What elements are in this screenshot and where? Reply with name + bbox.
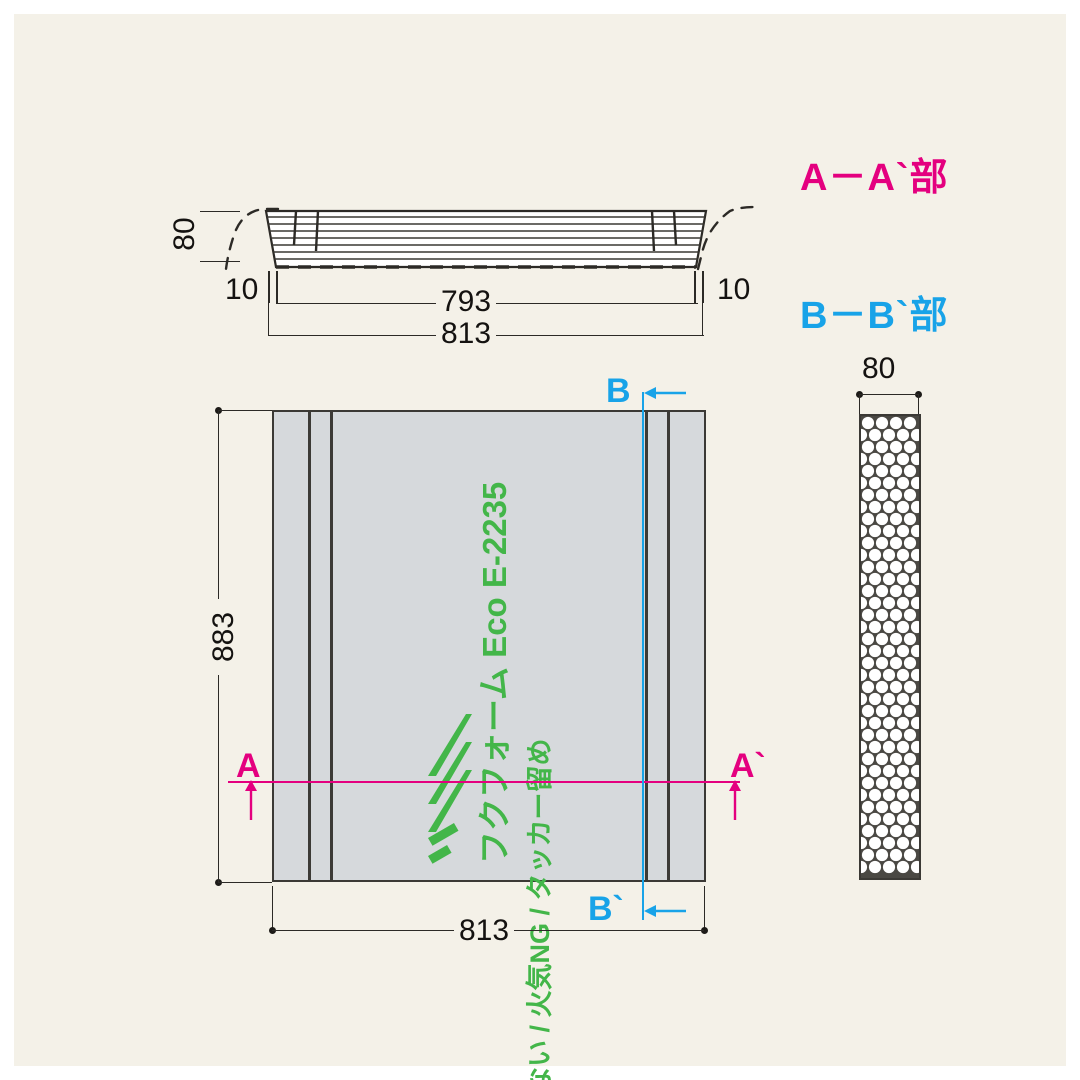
dim-extension xyxy=(702,271,704,303)
panel-score-line xyxy=(667,412,670,880)
section-arrow-b-bottom xyxy=(644,905,686,917)
dim-extension xyxy=(188,261,240,262)
dim-label-right-10: 10 xyxy=(712,275,756,305)
section-cut-line-aa xyxy=(228,781,740,783)
panel-plan-view xyxy=(272,410,706,882)
panel-score-line xyxy=(330,412,333,880)
dim-line-80-bb xyxy=(859,394,918,395)
warning-text: 上に乗らない / 火気NG / タッカー留め xyxy=(525,738,555,1080)
dim-extension xyxy=(704,886,705,930)
dim-label-793: 793 xyxy=(436,287,497,317)
dim-extension xyxy=(276,271,278,303)
dim-label-883: 883 xyxy=(207,599,240,675)
product-name-text: フクフォーム Eco E-2235 xyxy=(476,481,513,864)
dim-extension xyxy=(218,882,272,883)
break-line-right xyxy=(696,205,756,271)
section-title-aa: A－A`部 xyxy=(800,157,949,199)
section-mark-a-prime: A` xyxy=(730,747,766,785)
dim-extension xyxy=(702,303,703,335)
break-line-left xyxy=(224,207,280,271)
dim-extension xyxy=(268,271,270,303)
section-mark-b: B xyxy=(606,372,631,410)
dim-dot xyxy=(701,927,708,934)
dim-label-80-bb: 80 xyxy=(857,354,901,384)
dim-extension xyxy=(188,211,240,212)
section-cut-line-bb xyxy=(642,392,644,920)
dim-extension xyxy=(859,394,860,416)
foam-bubble-pattern xyxy=(854,416,924,878)
profile-section-outline xyxy=(264,209,708,269)
section-view-bb xyxy=(854,414,924,880)
section-arrow-a-right xyxy=(729,780,741,820)
product-print-group: フクフォーム Eco E-2235 上に乗らない / 火気NG / タッカー留め xyxy=(422,412,555,1080)
dim-extension xyxy=(272,886,273,930)
dim-extension xyxy=(268,303,269,335)
section-mark-b-prime: B` xyxy=(588,890,624,928)
panel-score-line xyxy=(645,412,648,880)
dim-extension xyxy=(694,271,696,303)
section-title-bb: B－B`部 xyxy=(800,295,949,337)
section-view-aa: 80 xyxy=(164,189,784,349)
dim-extension xyxy=(918,394,919,416)
dim-label-813-plan: 813 xyxy=(454,916,515,946)
drawing-sheet: A－A`部 B－B`部 80 xyxy=(14,14,1066,1080)
section-arrow-b-top xyxy=(644,387,686,399)
dim-label-813-section: 813 xyxy=(436,319,497,349)
section-mark-a: A xyxy=(236,747,261,785)
dim-label-thickness-80: 80 xyxy=(168,197,201,271)
section-arrow-a-left xyxy=(245,780,257,820)
panel-score-line xyxy=(308,412,311,880)
fukubi-logo-icon xyxy=(428,714,472,864)
dim-extension xyxy=(218,410,272,411)
dim-label-left-10: 10 xyxy=(220,275,264,305)
